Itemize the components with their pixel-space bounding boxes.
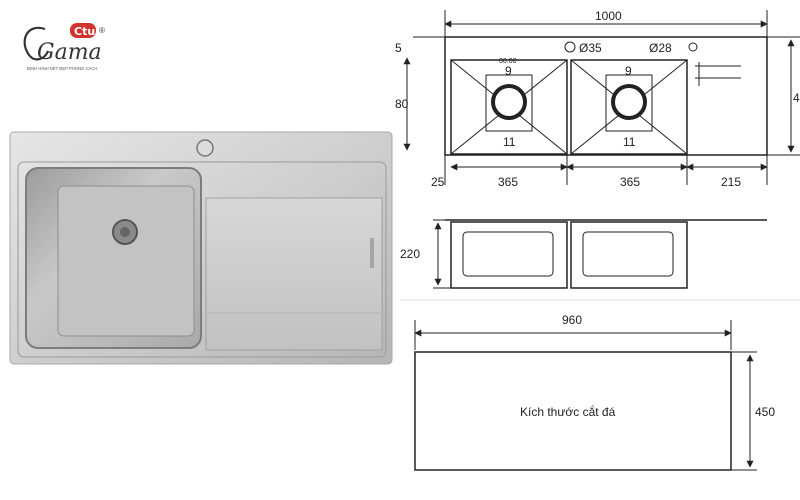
dim-partial-left-mid: 80 — [395, 97, 409, 111]
right-drain — [611, 84, 647, 120]
sink-inner-rim — [17, 161, 387, 358]
tap-hole-35-icon — [564, 41, 576, 53]
logo-badge — [70, 23, 96, 38]
drain-right-top: 9 — [625, 64, 632, 78]
dim-partial-right: 4 — [793, 91, 800, 105]
side-right-bowl — [570, 221, 688, 289]
logo-swoosh — [23, 26, 50, 61]
cutout-view: 960 450 Kích thước cắt đá — [414, 313, 775, 471]
dim-partial-left-top: 5 — [395, 41, 402, 55]
logo-tagline: ĐỊNH HÌNH NÉT ĐẸP PHONG CÁCH — [27, 66, 97, 71]
drain-left-tiny: 00.00 — [499, 58, 517, 65]
drain-right-bottom: 11 — [623, 135, 636, 149]
top-view: Ø35 Ø28 00.00 9 11 9 11 1000 25 365 365 … — [395, 9, 800, 189]
hole-35-label: Ø35 — [579, 41, 602, 55]
dim-drainboard: 215 — [721, 175, 741, 189]
dim-bowl-left: 365 — [498, 175, 518, 189]
right-drain-box — [605, 74, 653, 132]
drainboard-slot — [370, 238, 374, 268]
cutout-outline — [414, 351, 732, 471]
drain-left-top: 9 — [505, 64, 512, 78]
dim-width-total: 1000 — [595, 9, 622, 23]
sink-drainboard — [205, 197, 383, 351]
dim-bowl-right: 365 — [620, 175, 640, 189]
cutout-label: Kích thước cắt đá — [520, 404, 616, 419]
logo-badge-text: Ctu — [74, 25, 95, 38]
right-bowl-outline — [570, 59, 688, 155]
dim-cutout-height: 450 — [755, 405, 775, 419]
tap-hole-28-icon — [688, 42, 698, 52]
left-bowl-outline — [450, 59, 568, 155]
technical-drawing: Ø35 Ø28 00.00 9 11 9 11 1000 25 365 365 … — [395, 9, 800, 471]
top-outline — [444, 36, 768, 156]
sink-photo — [9, 131, 393, 365]
side-view: 220 — [400, 219, 767, 289]
sink-drain-center — [120, 227, 130, 237]
dim-cutout-width: 960 — [562, 313, 582, 327]
left-drain — [491, 84, 527, 120]
left-drain-box — [485, 74, 533, 132]
tap-hole — [196, 139, 214, 157]
side-left-bowl — [450, 221, 568, 289]
dim-left-edge: 25 — [431, 175, 445, 189]
drain-left-bottom: 11 — [503, 135, 516, 149]
sink-bowl-floor — [57, 185, 195, 337]
logo-registered: ® — [99, 26, 105, 35]
dim-depth: 220 — [400, 247, 420, 261]
logo-wordmark: Gama — [37, 40, 102, 65]
hole-28-label: Ø28 — [649, 41, 672, 55]
brand-logo: Gama Ctu ® ĐỊNH HÌNH NÉT ĐẸP PHONG CÁCH — [23, 23, 105, 71]
